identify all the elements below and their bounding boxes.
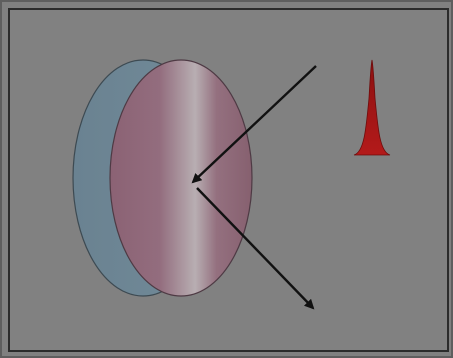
laser-pulse-icon: [354, 60, 390, 155]
disc-front-face: [110, 60, 252, 296]
